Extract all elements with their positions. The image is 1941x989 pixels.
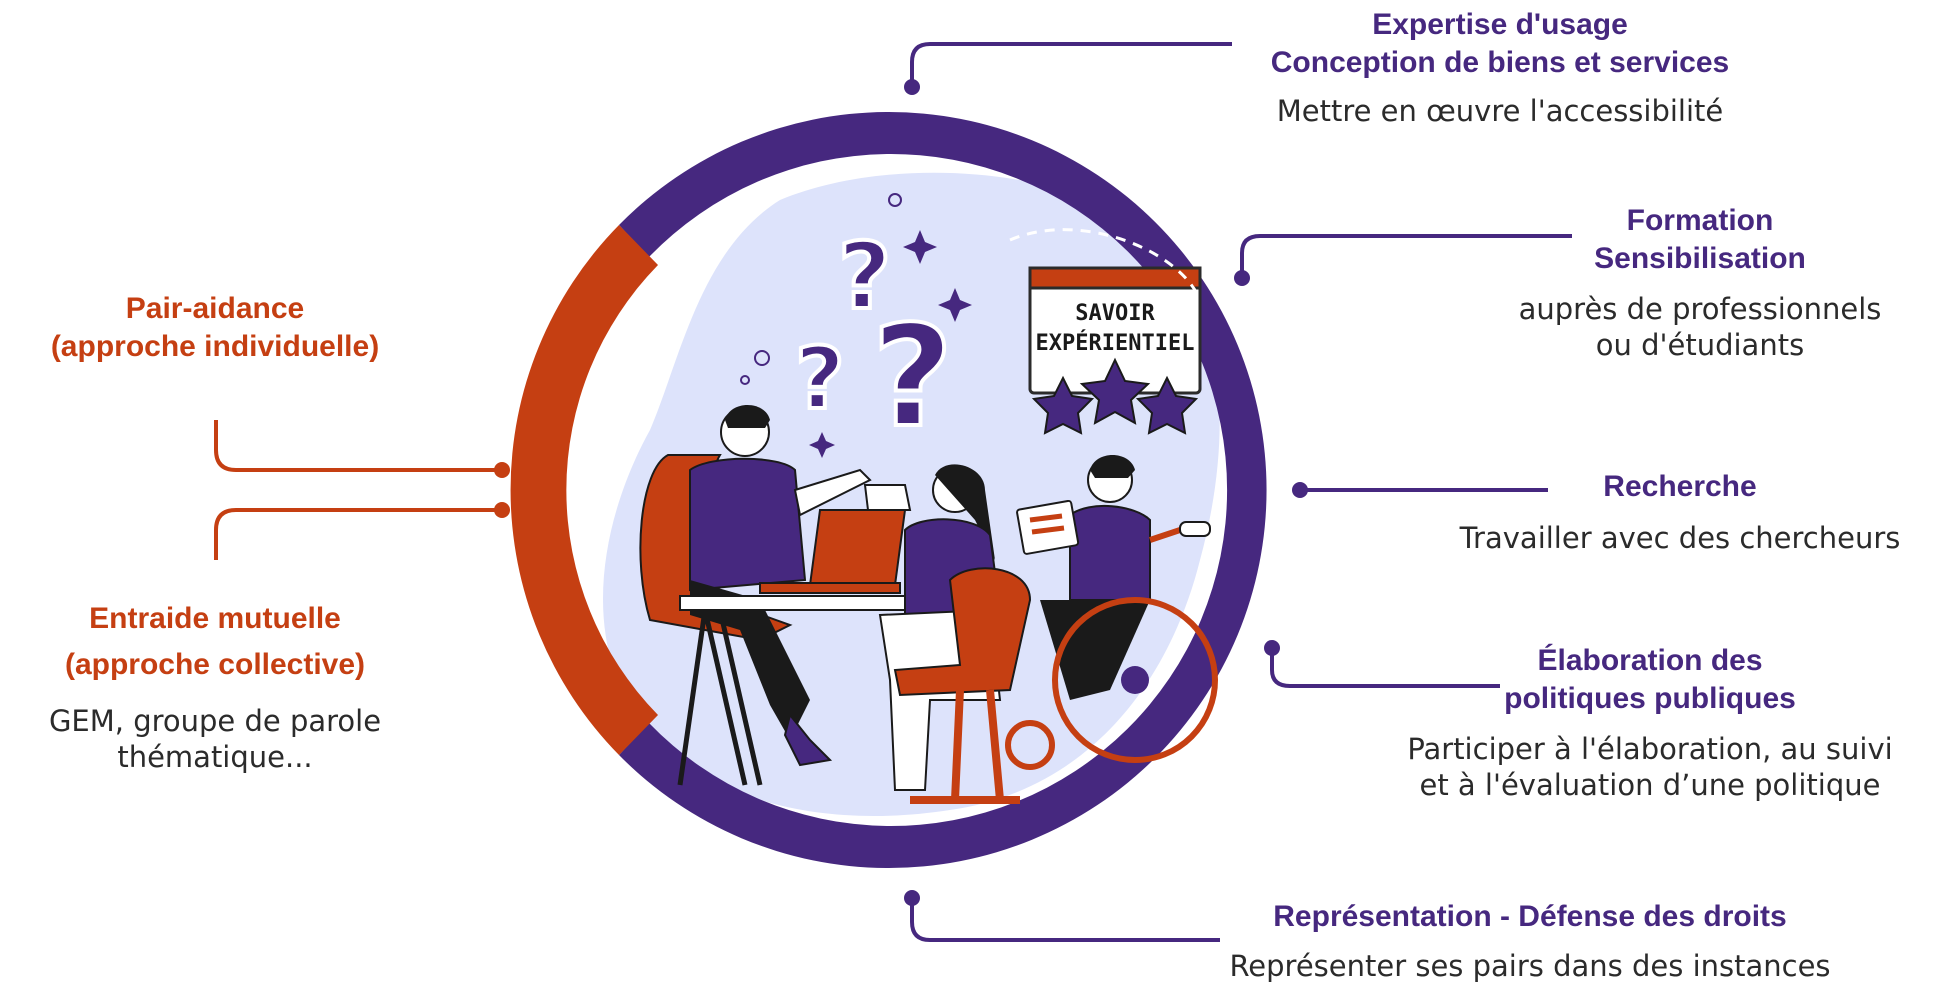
sparkle-icons [740,193,972,458]
politiques-title: Élaboration des [1537,644,1763,677]
connector-dot [1264,640,1280,656]
tablet-icon [1016,499,1080,555]
laptop-icon [808,509,907,586]
formation-desc-2: ou d'étudiants [1595,328,1805,363]
pair-aidance-title: Pair-aidance [125,292,305,325]
badge-line-2: EXPÉRIENTIEL [1036,330,1195,356]
purple-ring [619,111,1267,869]
dashed-arc [1009,228,1202,301]
connectors-left [214,420,502,560]
svg-text:?: ? [838,223,891,330]
formation-title: Formation [1626,204,1774,237]
pair-aidance-label: Pair-aidance (approche individuelle) [10,290,420,365]
wheelchair-wheel [1052,597,1218,763]
formation-desc-1: auprès de professionnels [1518,292,1882,326]
recherche-title: Recherche [1603,470,1757,503]
connector-dot [494,462,510,478]
entraide-subtitle: (approche collective) [64,647,366,681]
politiques-desc-1: Participer à l'élaboration, au suivi [1407,732,1893,766]
formation-label: Formation Sensibilisation auprès de prof… [1480,202,1920,364]
entraide-desc-2: thématique... [117,740,313,775]
chair-right [893,567,1032,697]
representation-label: Représentation - Défense des droits Repr… [1220,898,1840,984]
expertise-subtitle: Conception de biens et services [1270,45,1730,79]
politiques-subtitle: politiques publiques [1504,681,1796,715]
recherche-label: Recherche Travailler avec des chercheurs [1430,468,1930,556]
entraide-label: Entraide mutuelle (approche collective) … [20,600,410,776]
question-marks-icon: ? ? ? [793,221,955,461]
connector-dot [904,890,920,906]
connector-dot [904,79,920,95]
expertise-label: Expertise d'usage Conception de biens et… [1220,6,1780,129]
connector-dot [494,502,510,518]
meeting-illustration [639,405,1218,804]
representation-title: Représentation - Défense des droits [1273,900,1787,933]
orange-arc [510,225,658,755]
entraide-desc-1: GEM, groupe de parole [48,704,382,738]
pair-aidance-subtitle: (approche individuelle) [50,329,380,363]
star-rating-icon [1031,357,1199,435]
recherche-desc: Travailler avec des chercheurs [1459,520,1901,555]
connector-dot [1234,270,1250,286]
person-body [1069,504,1151,601]
politiques-label: Élaboration des politiques publiques Par… [1370,642,1930,804]
svg-text:?: ? [872,296,953,459]
entraide-title: Entraide mutuelle [89,602,341,635]
badge-line-1: SAVOIR [1075,301,1155,326]
representation-desc: Représenter ses pairs dans des instances [1229,948,1831,983]
formation-subtitle: Sensibilisation [1594,241,1806,275]
connector-dot [1292,482,1308,498]
person-body [689,457,807,592]
expertise-title: Expertise d'usage [1372,8,1628,41]
politiques-desc-2: et à l'évaluation d’une politique [1419,768,1881,803]
svg-text:?: ? [795,329,845,429]
connectors-right [910,42,1572,942]
expertise-desc: Mettre en œuvre l'accessibilité [1276,94,1724,128]
